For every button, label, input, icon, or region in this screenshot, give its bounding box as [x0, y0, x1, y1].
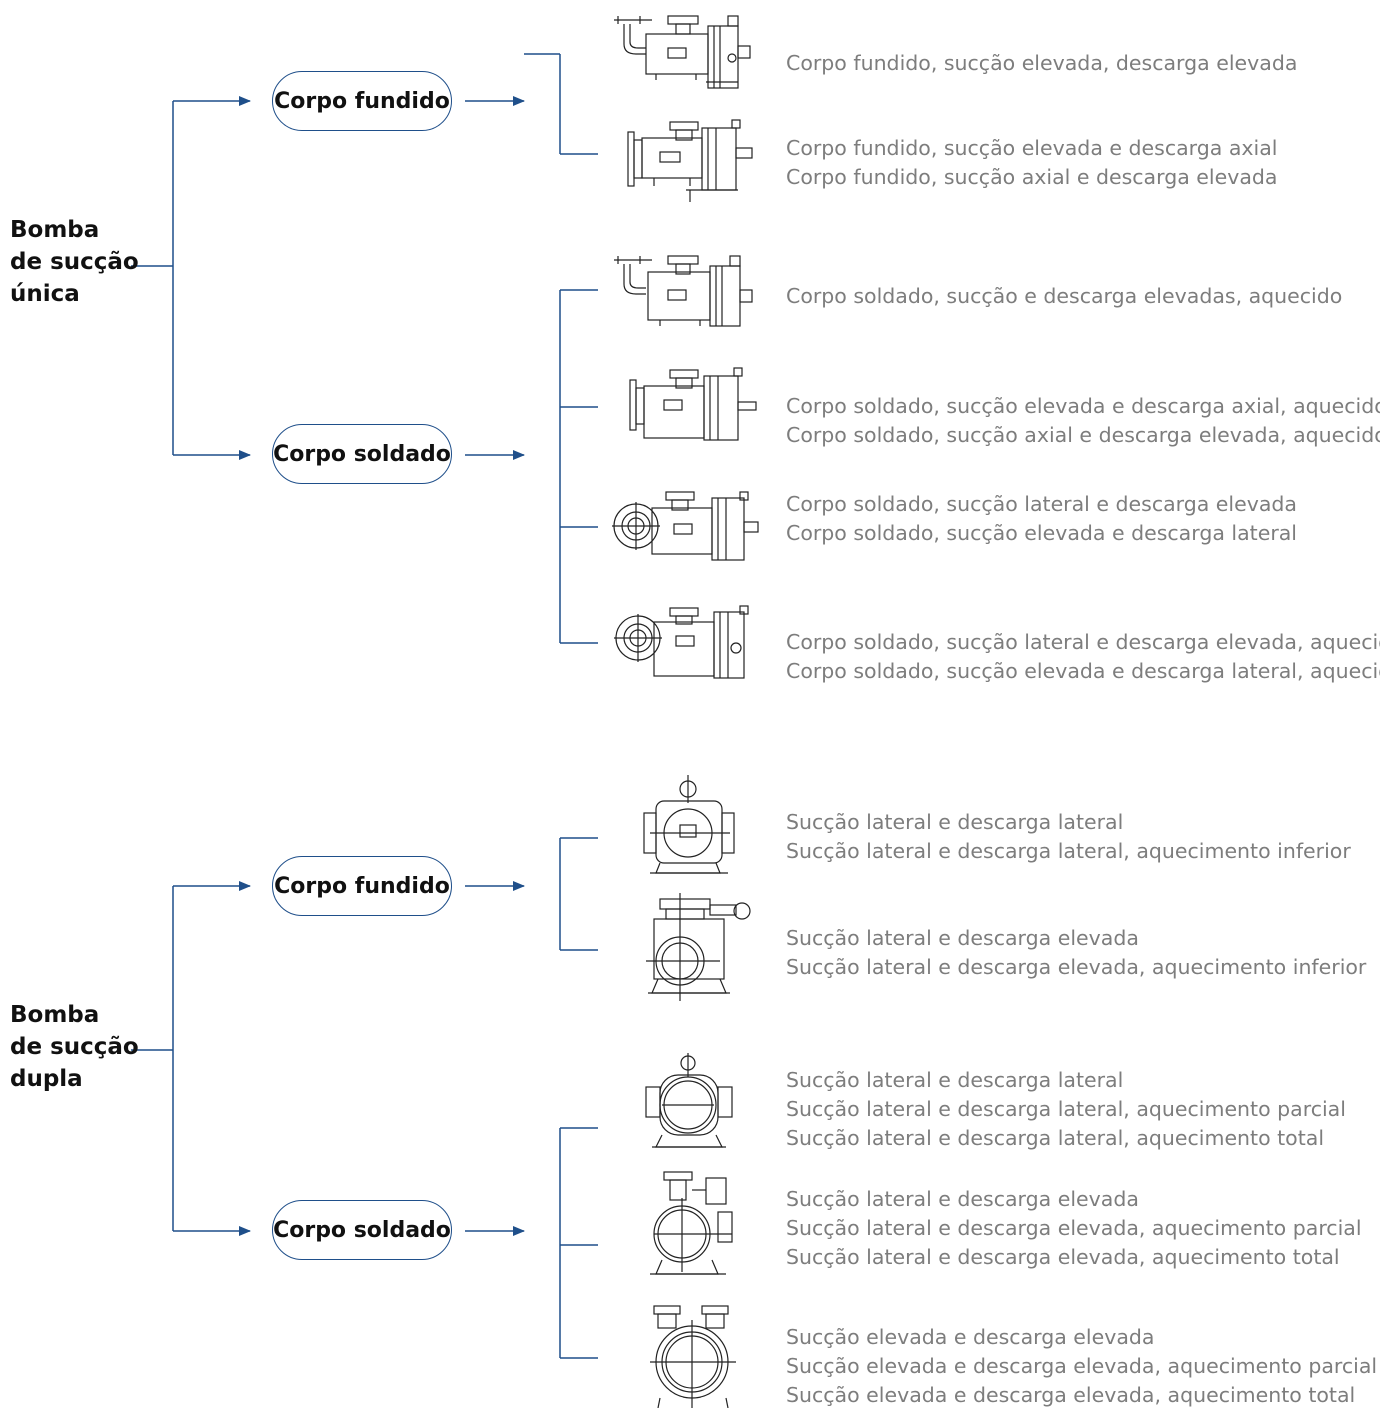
description-line: Sucção lateral e descarga elevada	[786, 1187, 1139, 1211]
variant-description: Corpo soldado, sucção e descarga elevada…	[786, 282, 1342, 311]
description-line: Sucção lateral e descarga lateral, aquec…	[786, 1097, 1346, 1121]
branch-welded-body-double: Corpo soldado	[272, 1200, 452, 1260]
description-line: Sucção lateral e descarga elevada, aquec…	[786, 1216, 1362, 1240]
branch-label: Corpo fundido	[274, 88, 450, 114]
single-suction-pump-side-view-icon	[620, 366, 760, 446]
description-line: Sucção lateral e descarga lateral, aquec…	[786, 839, 1351, 863]
variant-description: Sucção lateral e descarga elevada Sucção…	[786, 1185, 1362, 1272]
description-line: Sucção lateral e descarga elevada	[786, 926, 1139, 950]
description-line: Sucção elevada e descarga elevada, aquec…	[786, 1354, 1378, 1378]
branch-cast-body-double: Corpo fundido	[272, 856, 452, 916]
root-line: única	[10, 281, 80, 307]
description-line: Corpo soldado, sucção lateral e descarga…	[786, 492, 1297, 516]
root-line: de sucção	[10, 249, 139, 275]
root-line: Bomba	[10, 217, 100, 243]
double-suction-pump-front-view-icon	[640, 775, 740, 880]
single-suction-pump-side-view-icon	[620, 118, 760, 203]
description-line: Sucção elevada e descarga elevada, aquec…	[786, 1383, 1356, 1407]
description-line: Corpo fundido, sucção axial e descarga e…	[786, 165, 1278, 189]
description-line: Corpo soldado, sucção axial e descarga e…	[786, 423, 1380, 447]
single-suction-pump-side-view-icon	[610, 252, 760, 332]
double-suction-pump-front-view-icon	[646, 1302, 746, 1408]
single-suction-pump-side-view-icon	[610, 12, 760, 92]
double-suction-pump-front-view-icon	[640, 893, 755, 1003]
double-suction-pump-front-view-icon	[642, 1168, 742, 1280]
root-label-double-suction: Bomba de sucção dupla	[10, 999, 139, 1095]
description-line: Corpo soldado, sucção e descarga elevada…	[786, 284, 1343, 308]
description-line: Sucção lateral e descarga lateral	[786, 810, 1124, 834]
description-line: Corpo fundido, sucção elevada, descarga …	[786, 51, 1298, 75]
single-suction-pump-side-view-icon	[612, 488, 762, 568]
variant-description: Corpo fundido, sucção elevada, descarga …	[786, 49, 1297, 78]
branch-label: Corpo soldado	[273, 441, 451, 467]
variant-description: Sucção lateral e descarga elevada Sucção…	[786, 924, 1366, 982]
single-suction-pump-side-view-icon	[612, 604, 762, 684]
variant-description: Corpo fundido, sucção elevada e descarga…	[786, 134, 1277, 192]
description-line: Sucção elevada e descarga elevada	[786, 1325, 1155, 1349]
root-label-single-suction: Bomba de sucção única	[10, 214, 139, 310]
variant-description: Corpo soldado, sucção elevada e descarga…	[786, 392, 1380, 450]
variant-description: Corpo soldado, sucção lateral e descarga…	[786, 490, 1297, 548]
description-line: Corpo soldado, sucção elevada e descarga…	[786, 521, 1297, 545]
branch-cast-body-single: Corpo fundido	[272, 71, 452, 131]
branch-label: Corpo fundido	[274, 873, 450, 899]
description-line: Sucção lateral e descarga lateral	[786, 1068, 1124, 1092]
description-line: Sucção lateral e descarga elevada, aquec…	[786, 1245, 1340, 1269]
variant-description: Corpo soldado, sucção lateral e descarga…	[786, 628, 1380, 686]
variant-description: Sucção lateral e descarga lateral Sucção…	[786, 1066, 1346, 1153]
description-line: Sucção lateral e descarga elevada, aquec…	[786, 955, 1367, 979]
description-line: Corpo soldado, sucção lateral e descarga…	[786, 630, 1380, 654]
double-suction-pump-front-view-icon	[642, 1053, 742, 1153]
branch-welded-body-single: Corpo soldado	[272, 424, 452, 484]
root-line: dupla	[10, 1066, 83, 1092]
variant-description: Sucção elevada e descarga elevada Sucção…	[786, 1323, 1377, 1408]
root-line: de sucção	[10, 1034, 139, 1060]
description-line: Corpo fundido, sucção elevada e descarga…	[786, 136, 1278, 160]
description-line: Corpo soldado, sucção elevada e descarga…	[786, 659, 1380, 683]
branch-label: Corpo soldado	[273, 1217, 451, 1243]
variant-description: Sucção lateral e descarga lateral Sucção…	[786, 808, 1351, 866]
description-line: Sucção lateral e descarga lateral, aquec…	[786, 1126, 1325, 1150]
root-line: Bomba	[10, 1002, 100, 1028]
description-line: Corpo soldado, sucção elevada e descarga…	[786, 394, 1380, 418]
